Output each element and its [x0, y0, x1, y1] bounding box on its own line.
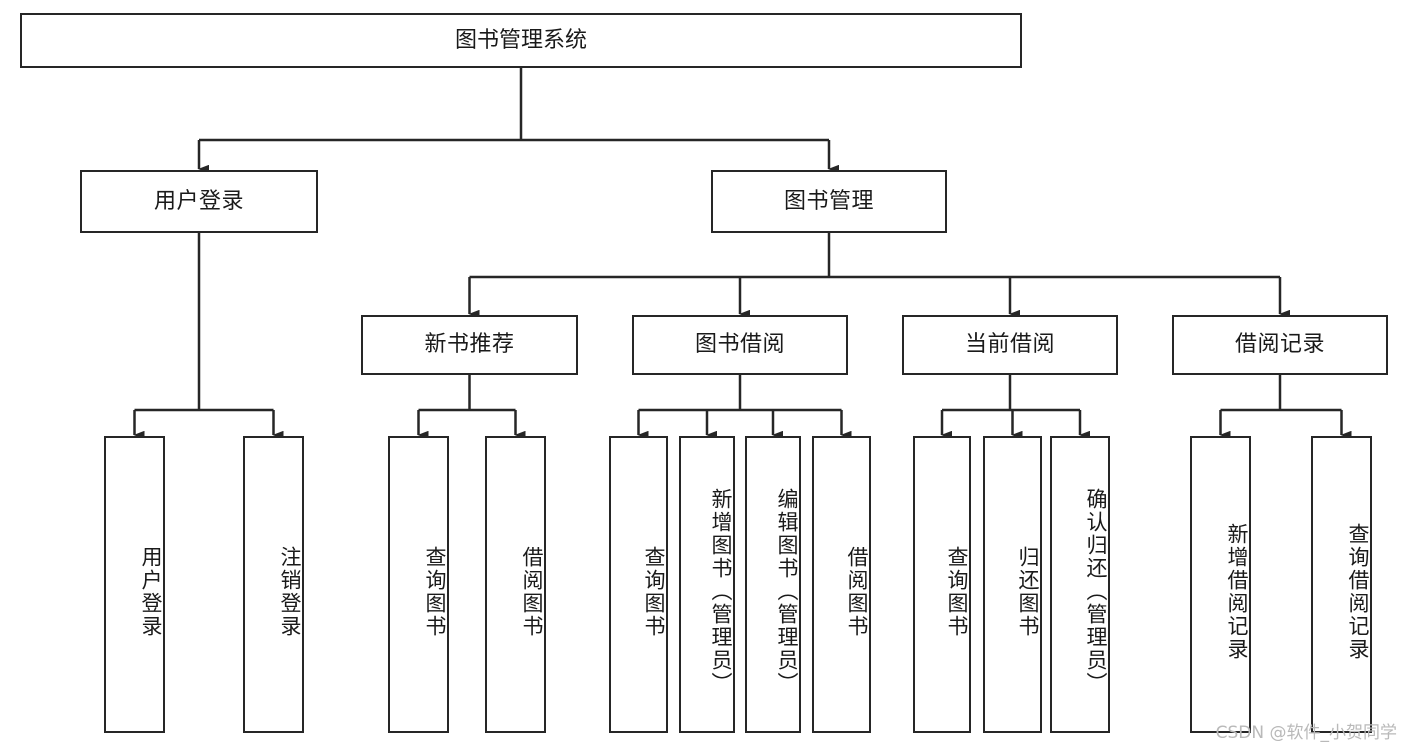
node-leaf-1[interactable]: 用户登录: [104, 436, 165, 733]
node-label: 确认归还（管理员）: [1084, 488, 1108, 695]
node-leaf-9[interactable]: 查询图书: [913, 436, 971, 733]
node-l2-2[interactable]: 图书管理: [711, 170, 947, 233]
node-label: 查询图书: [945, 545, 969, 638]
node-label: 查询图书: [642, 545, 666, 638]
node-leaf-3[interactable]: 查询图书: [388, 436, 449, 733]
node-leaf-6[interactable]: 新增图书（管理员）: [679, 436, 735, 733]
node-label: 图书管理: [783, 188, 874, 214]
node-label: 查询图书: [423, 545, 447, 638]
node-label: 图书借阅: [694, 332, 785, 358]
node-label: 新书推荐: [424, 332, 515, 358]
node-leaf-5[interactable]: 查询图书: [609, 436, 668, 733]
node-label: 用户登录: [153, 188, 244, 214]
node-l3-2[interactable]: 图书借阅: [632, 315, 848, 375]
node-leaf-8[interactable]: 借阅图书: [812, 436, 871, 733]
node-leaf-2[interactable]: 注销登录: [243, 436, 304, 733]
node-label: 注销登录: [278, 545, 302, 638]
node-label: 借阅图书: [845, 545, 869, 638]
node-label: 归还图书: [1016, 545, 1040, 638]
node-leaf-12[interactable]: 新增借阅记录: [1190, 436, 1251, 733]
node-label: 借阅图书: [520, 545, 544, 638]
node-l3-3[interactable]: 当前借阅: [902, 315, 1118, 375]
node-label: 图书管理系统: [454, 27, 587, 53]
node-label: 借阅记录: [1234, 332, 1325, 358]
node-label: 编辑图书（管理员）: [775, 488, 799, 695]
node-root[interactable]: 图书管理系统: [20, 13, 1022, 68]
csdn-watermark: CSDN @软件_小贺同学: [1215, 723, 1397, 743]
node-l3-1[interactable]: 新书推荐: [361, 315, 578, 375]
node-label: 查询借阅记录: [1346, 522, 1370, 661]
node-label: 新增图书（管理员）: [709, 488, 733, 695]
node-leaf-4[interactable]: 借阅图书: [485, 436, 546, 733]
node-label: 用户登录: [139, 545, 163, 638]
edges-group: [133, 68, 1352, 440]
node-label: 新增借阅记录: [1225, 522, 1249, 661]
node-leaf-7[interactable]: 编辑图书（管理员）: [745, 436, 801, 733]
node-leaf-10[interactable]: 归还图书: [983, 436, 1042, 733]
node-label: 当前借阅: [964, 332, 1055, 358]
node-leaf-11[interactable]: 确认归还（管理员）: [1050, 436, 1110, 733]
node-l3-4[interactable]: 借阅记录: [1172, 315, 1388, 375]
node-leaf-13[interactable]: 查询借阅记录: [1311, 436, 1372, 733]
node-l2-1[interactable]: 用户登录: [80, 170, 318, 233]
